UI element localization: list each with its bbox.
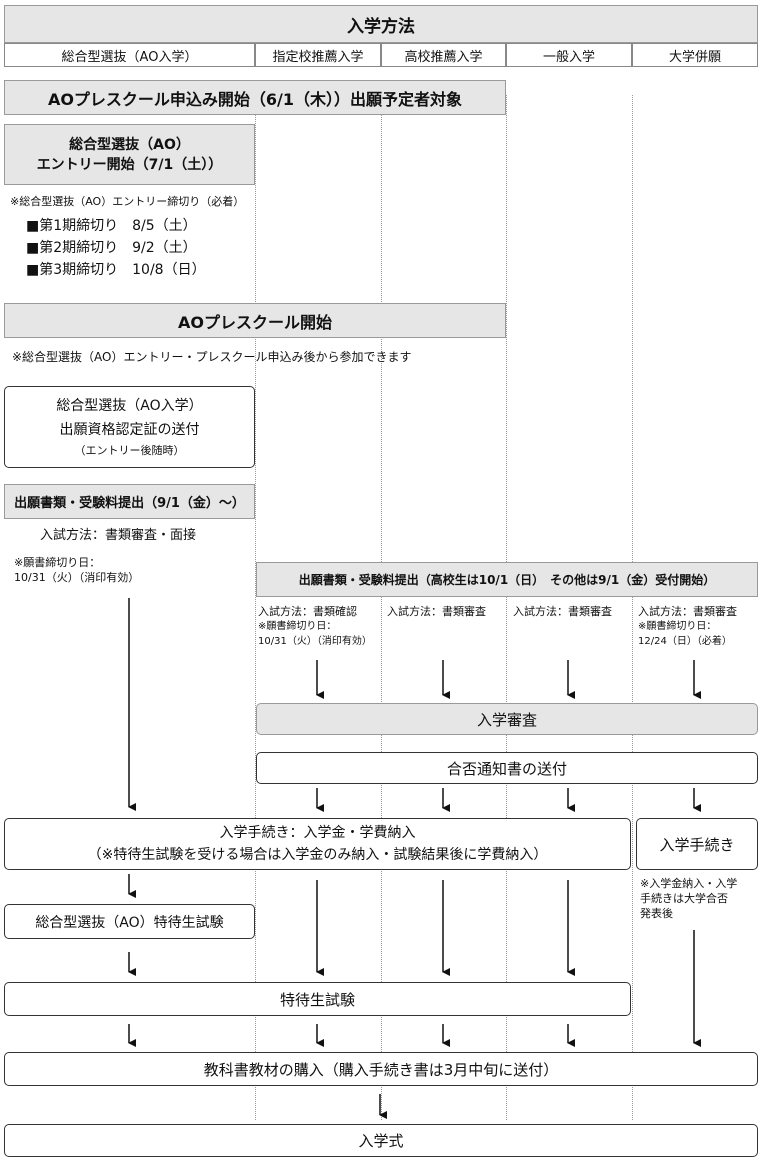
heigan-note: ※入学金納入・入学 手続きは大学合否 発表後 [640,876,737,921]
ao-cert-box: 総合型選抜（AO入学） 出願資格認定証の送付 （エントリー後随時） [4,386,255,468]
notice-box: 合否通知書の送付 [256,752,758,784]
ao-doc-deadline: ※願書締切り日： 10/31（火）（消印有効） [14,555,139,585]
ao-method: 入試方法：書類審査・面接 [40,528,197,543]
textbooks-box: 教科書教材の購入（購入手続き書は3月中旬に送付） [4,1052,758,1086]
method-shitei: 入試方法：書類確認 ※願書締切り日： 10/31（火）（消印有効） [258,604,382,649]
column-shitei: 指定校推薦入学 [255,43,381,67]
column-divider [506,95,507,1120]
procedure-line2: （※特待生試験を受ける場合は入学金のみ納入・試験結果後に学費納入） [87,847,548,863]
method-heigan-line3: 12/24（日）（必着） [638,636,732,647]
ao-entry-box: 総合型選抜（AO） エントリー開始（7/1（土）） [4,124,255,185]
ao-entry-line1: 総合型選抜（AO） [69,136,190,153]
method-heigan-line2: ※願書締切り日： [638,621,717,632]
column-koko: 高校推薦入学 [381,43,506,67]
ao-deadline-3: ■第3期締切り 10/8（日） [26,262,206,278]
ao-deadline-note: ※総合型選抜（AO）エントリー締切り（必着） [10,195,245,208]
ao-cert-line2: 出願資格認定証の送付 [59,422,200,438]
procedure-line1: 入学手続き：入学金・学費納入 [219,825,416,841]
ao-deadline-1: ■第1期締切り 8/5（土） [26,218,197,234]
ao-deadline-2: ■第2期締切り 9/2（土） [26,240,197,256]
method-ippan: 入試方法：書類審査 [513,605,612,618]
ao-preschool-start-box: AOプレスクール開始 [4,303,506,338]
scholarship-box: 特待生試験 [4,982,631,1016]
procedure-box: 入学手続き：入学金・学費納入 （※特待生試験を受ける場合は入学金のみ納入・試験結… [4,818,631,870]
ao-cert-line1: 総合型選抜（AO入学） [56,398,203,414]
exam-box: 入学審査 [256,703,758,735]
page-title: 入学方法 [4,5,758,43]
method-shitei-line1: 入試方法：書類確認 [258,605,357,618]
heigan-procedure-box: 入学手続き [636,818,758,870]
ao-entry-line2: エントリー開始（7/1（土）） [36,156,223,173]
ao-preschool-apply-box: AOプレスクール申込み開始（6/1（木））出願予定者対象 [4,80,506,115]
heigan-note-line1: ※入学金納入・入学 [640,877,738,890]
column-divider [381,95,382,1120]
column-divider [632,95,633,1120]
method-koko: 入試方法：書類審査 [387,605,486,618]
column-ippan: 一般入学 [506,43,632,67]
ao-scholarship-box: 総合型選抜（AO）特待生試験 [4,904,255,939]
method-heigan-line1: 入試方法：書類審査 [638,605,737,618]
method-heigan: 入試方法：書類審査 ※願書締切り日： 12/24（日）（必着） [638,604,760,649]
heigan-note-line2: 手続きは大学合否 [640,892,728,905]
ao-submit-box: 出願書類・受験料提出（9/1（金）～） [4,484,255,519]
column-ao: 総合型選抜（AO入学） [4,43,255,67]
ao-doc-deadline-line2: 10/31（火）（消印有効） [14,571,140,584]
column-heigan: 大学併願 [632,43,758,67]
ao-cert-line3: （エントリー後随時） [74,444,185,457]
column-divider [255,95,256,1120]
method-shitei-line2: ※願書締切り日： [258,621,337,632]
method-shitei-line3: 10/31（火）（消印有効） [258,636,372,647]
ceremony-box: 入学式 [4,1124,758,1157]
ao-deadlines: ■第1期締切り 8/5（土） ■第2期締切り 9/2（土） ■第3期締切り 10… [26,215,206,281]
heigan-note-line3: 発表後 [640,907,673,920]
ao-preschool-note: ※総合型選抜（AO）エントリー・プレスクール申込み後から参加できます [12,350,412,364]
other-submit-box: 出願書類・受験料提出（高校生は10/1（日） その他は9/1（金）受付開始） [256,562,758,597]
ao-doc-deadline-line1: ※願書締切り日： [14,556,101,569]
